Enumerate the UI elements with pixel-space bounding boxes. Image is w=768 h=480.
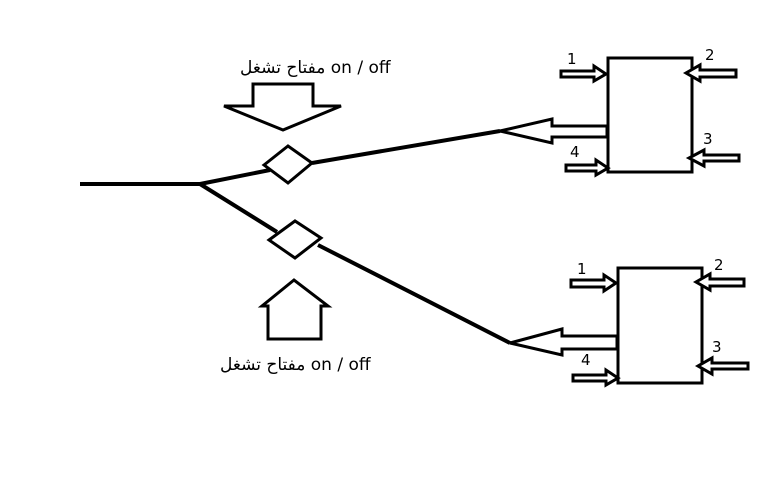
upper-input-2-arrow-icon — [682, 62, 738, 84]
lower-branch-wire-right — [317, 243, 511, 345]
upper-switch-diamond[interactable] — [261, 144, 315, 185]
lower-switch-diamond[interactable] — [266, 219, 324, 260]
upper-branch-wire-right — [311, 129, 501, 165]
upper-input-1-label: 1 — [567, 50, 577, 68]
upper-input-4-label: 4 — [570, 143, 580, 161]
upper-input-3-arrow-icon — [685, 147, 741, 169]
lower-input-1-label: 1 — [577, 260, 587, 278]
lower-input-4-arrow-icon — [571, 367, 621, 388]
lower-input-2-arrow-icon — [692, 271, 746, 293]
lower-input-1-arrow-icon — [569, 272, 619, 294]
lower-input-3-arrow-icon — [694, 355, 750, 377]
lower-input-4-label: 4 — [581, 351, 591, 369]
lower-input-2-label: 2 — [714, 256, 724, 274]
lower-switch-up-arrow-icon — [257, 278, 333, 341]
lower-switch-label: مفتاح تشغل on / off — [220, 355, 372, 375]
lower-branch-wire-left — [198, 182, 279, 234]
upper-input-4-arrow-icon — [564, 157, 611, 178]
upper-block — [606, 56, 694, 174]
lower-block-output-arrow-icon — [509, 327, 619, 357]
upper-switch-down-arrow-icon — [223, 82, 342, 132]
upper-input-3-label: 3 — [703, 130, 713, 148]
lower-input-3-label: 3 — [712, 338, 722, 356]
upper-input-2-label: 2 — [705, 46, 715, 64]
upper-branch-wire-left — [199, 168, 271, 186]
upper-block-output-arrow-icon — [499, 117, 609, 145]
upper-input-1-arrow-icon — [559, 63, 609, 84]
lower-block — [616, 266, 704, 385]
upper-switch-label: مفتاح تشغل on / off — [240, 58, 392, 78]
